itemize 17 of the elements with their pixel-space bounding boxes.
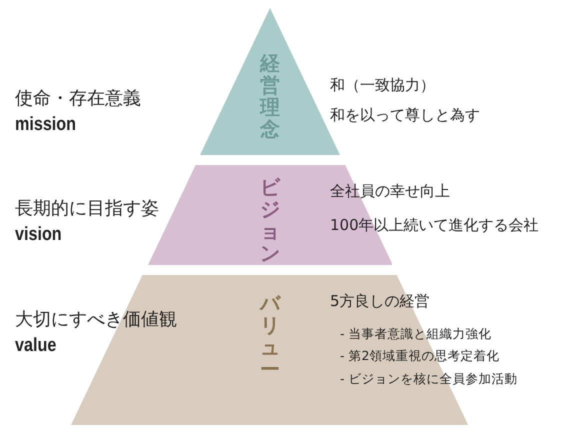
- tier-english-label: vision: [15, 224, 62, 246]
- bullet-item: - 第2領域重視の思考定着化: [340, 348, 500, 365]
- tier-title: バリュー: [260, 292, 280, 380]
- tier-description: 長期的に目指す姿: [15, 197, 159, 220]
- bullet-item: - 当事者意識と組織力強化: [340, 326, 492, 343]
- tier-content-text: 和を以って尊しと為す: [330, 106, 480, 125]
- bullet-item: - ビジョンを核に全員参加活動: [340, 371, 518, 388]
- tier-description: 大切にすべき価値観: [15, 308, 177, 331]
- tier-content-text: 5方良しの経営: [330, 292, 430, 311]
- tier-content-text: 全社員の幸せ向上: [330, 182, 450, 201]
- tier-content-text: 和（一致協力）: [330, 76, 435, 95]
- tier-content-text: 100年以上続いて進化する会社: [330, 216, 539, 235]
- tier-description: 使命・存在意義: [15, 87, 141, 110]
- tier-title: 経営理念: [260, 52, 280, 140]
- tier-english-label: value: [15, 335, 56, 357]
- tier-title: ビジョン: [260, 176, 280, 264]
- tier-english-label: mission: [15, 114, 76, 136]
